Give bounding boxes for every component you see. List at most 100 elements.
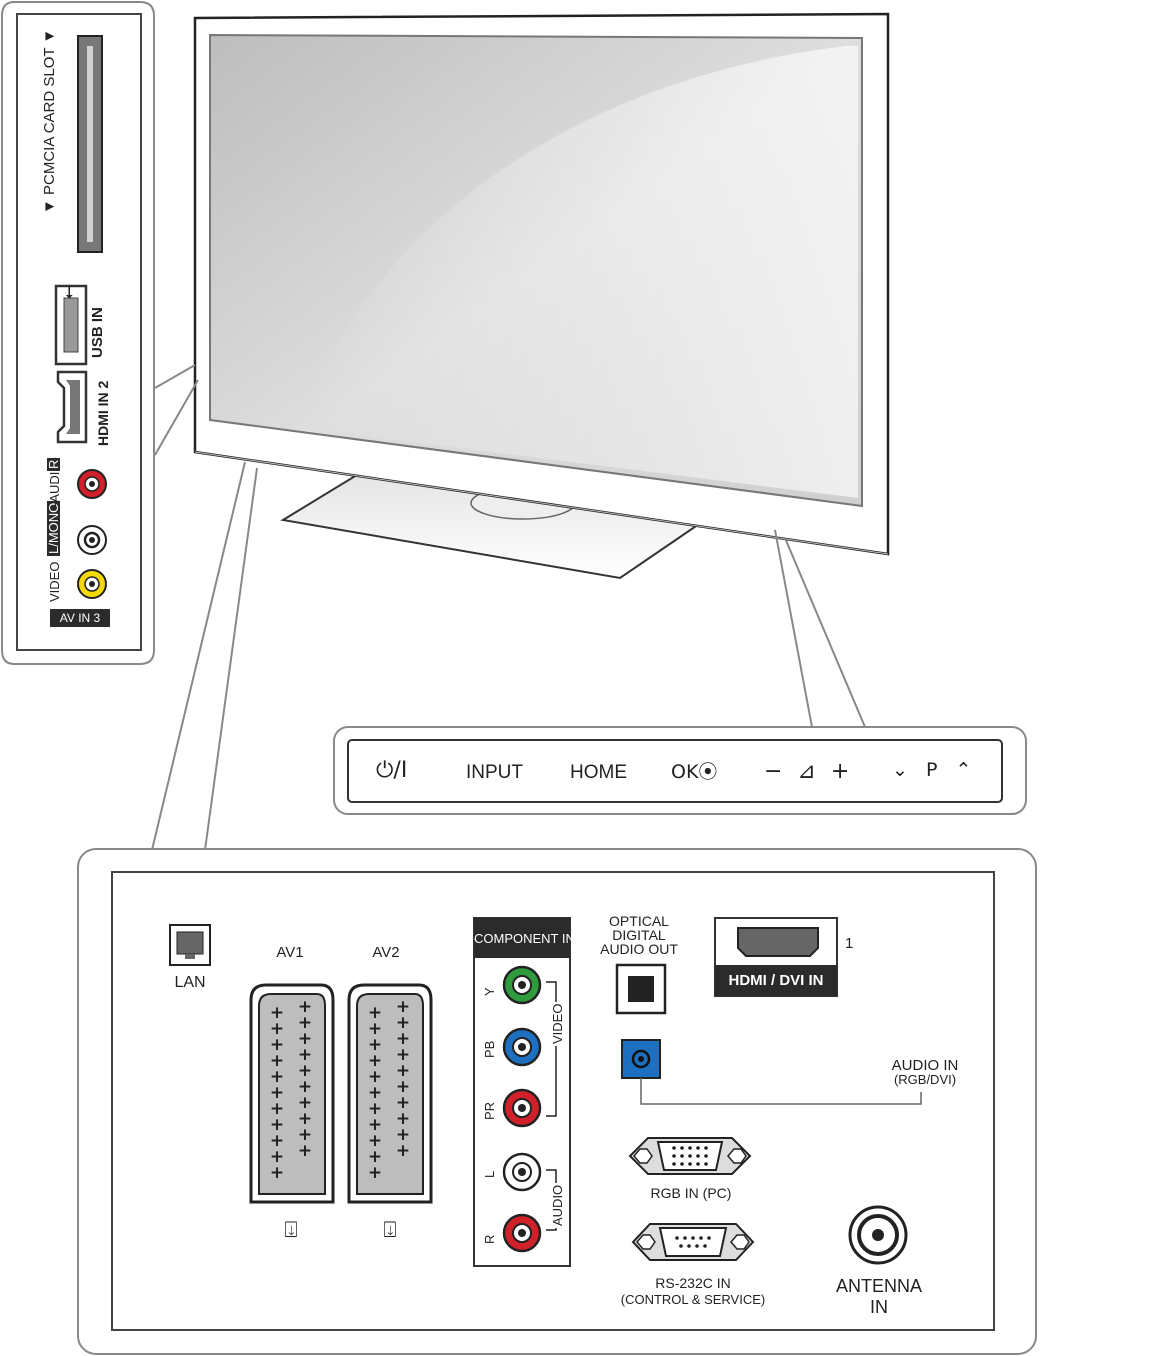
dsub-pin [680, 1146, 684, 1150]
scart-pin: + [368, 1019, 382, 1039]
antenna-label-1: ANTENNA [835, 1276, 922, 1296]
audio-in-label-1: AUDIO IN [891, 1057, 959, 1074]
r-label: R [46, 457, 61, 471]
callout-buttons-2 [784, 537, 866, 728]
scart-pin: + [368, 1067, 382, 1087]
antenna-label-2: IN [870, 1297, 888, 1317]
audio-r-jack-pin [89, 481, 95, 487]
usb-port-tongue [63, 297, 79, 353]
usb-in-label: USB IN [89, 307, 106, 358]
scart-pin: + [270, 1019, 284, 1039]
component-pb-label: PB [482, 1040, 497, 1058]
home-button[interactable]: HOME [570, 762, 627, 783]
dsub-pin [703, 1244, 707, 1248]
rs232-screw-right [730, 1234, 750, 1250]
audio-in-leader-line [640, 1078, 922, 1105]
rgb-in-pc-label: RGB IN (PC) [650, 1185, 732, 1201]
dsub-pin [687, 1244, 691, 1248]
program-buttons[interactable]: ⌄ P ⌃ [892, 759, 978, 781]
pcmcia-slot-opening [87, 46, 93, 242]
av2-scart-icon: ⍗ [383, 1218, 396, 1243]
hdmi-in-2-label: HDMI IN 2 [95, 380, 111, 446]
av1-scart-icon: ⍗ [284, 1218, 297, 1243]
scart-pin: + [368, 1115, 382, 1135]
component-jack-pin [518, 1043, 526, 1051]
audio-in-label-2: (RGB/DVI) [893, 1072, 957, 1087]
av2-scart-port[interactable]: +++++++++++++++++++++ [347, 983, 433, 1204]
rs232-pins [675, 1236, 711, 1248]
hdmi-1-label-bar [715, 965, 837, 996]
scart-pin: + [396, 1109, 410, 1129]
dsub-pin [688, 1146, 692, 1150]
control-bar-inner [347, 739, 1003, 803]
dsub-pin [672, 1146, 676, 1150]
dsub-pin [680, 1154, 684, 1158]
callout-rear-1 [151, 461, 246, 851]
audio-l-jack-pin [89, 537, 95, 543]
scart-pin: + [270, 1035, 284, 1055]
dsub-pin [680, 1162, 684, 1166]
callout-side-2 [154, 379, 199, 456]
scart-pin: + [298, 1141, 312, 1161]
component-y-label: Y [482, 987, 497, 996]
scart-pin: + [368, 1147, 382, 1167]
scart-pin: + [396, 1061, 410, 1081]
dsub-pin [696, 1154, 700, 1158]
video-jack-pin [89, 581, 95, 587]
lan-port-inner [176, 931, 204, 955]
component-jack-pin [518, 1168, 526, 1176]
usb-icon: ⭠ [58, 285, 79, 299]
scart-pin: + [368, 1099, 382, 1119]
scart-pin: + [298, 1013, 312, 1033]
rgb-in-pc-port[interactable] [628, 1137, 752, 1175]
input-button[interactable]: INPUT [466, 762, 523, 783]
optical-port[interactable] [615, 963, 667, 1015]
component-in-header [474, 918, 570, 958]
scart-pin: + [298, 997, 312, 1017]
scart-pin: + [298, 1029, 312, 1049]
scart-pin: + [298, 1109, 312, 1129]
scart-pin: + [396, 1141, 410, 1161]
scart-face [258, 993, 326, 1195]
antenna-pin [872, 1229, 884, 1241]
dsub-pin [672, 1162, 676, 1166]
scart-pin: + [396, 997, 410, 1017]
rs232c-port[interactable] [631, 1223, 755, 1261]
component-jacks [502, 965, 542, 1253]
hdmi-1-port[interactable] [737, 927, 819, 957]
dsub-pin [688, 1154, 692, 1158]
scart-pin: + [270, 1147, 284, 1167]
scart-pin: + [298, 1045, 312, 1065]
pcmcia-card-slot-label: ▼ PCMCIA CARD SLOT ▼ [41, 28, 58, 214]
av1-scart-port[interactable]: +++++++++++++++++++++ [249, 983, 335, 1204]
scart-pin: + [270, 1115, 284, 1135]
dsub-pin [704, 1154, 708, 1158]
scart-pin: + [396, 1045, 410, 1065]
scart-pin: + [396, 1125, 410, 1145]
optical-port-inner [628, 976, 654, 1002]
callout-lines [151, 364, 866, 851]
power-button[interactable]: ⏻/I [376, 758, 408, 783]
video-group-label: VIDEO [550, 1001, 565, 1046]
scart-pin: + [396, 1077, 410, 1097]
component-r-label: R [482, 1234, 497, 1244]
dsub-pin [704, 1162, 708, 1166]
av-in-3-badge [50, 609, 110, 627]
rs232-face [658, 1227, 728, 1257]
volume-buttons[interactable]: − ⊿ + [764, 759, 854, 784]
dsub-pin [683, 1236, 687, 1240]
ok-button[interactable]: OK⦿ [671, 761, 718, 783]
component-jack-pin [518, 981, 526, 989]
component-in-label: COMPONENT IN [474, 931, 575, 946]
antenna-in-port[interactable] [848, 1205, 908, 1265]
rgb-pins [672, 1146, 708, 1166]
control-bar [333, 726, 1027, 815]
scart-pin: + [298, 1061, 312, 1081]
scart-pin: + [396, 1013, 410, 1033]
scart-pin: + [270, 1099, 284, 1119]
component-jack-pin [518, 1229, 526, 1237]
scart-pin: + [396, 1029, 410, 1049]
optical-label-1: OPTICAL [609, 913, 669, 929]
tv-illustration [193, 12, 890, 580]
l-mono-label: L/MONO [46, 500, 61, 556]
